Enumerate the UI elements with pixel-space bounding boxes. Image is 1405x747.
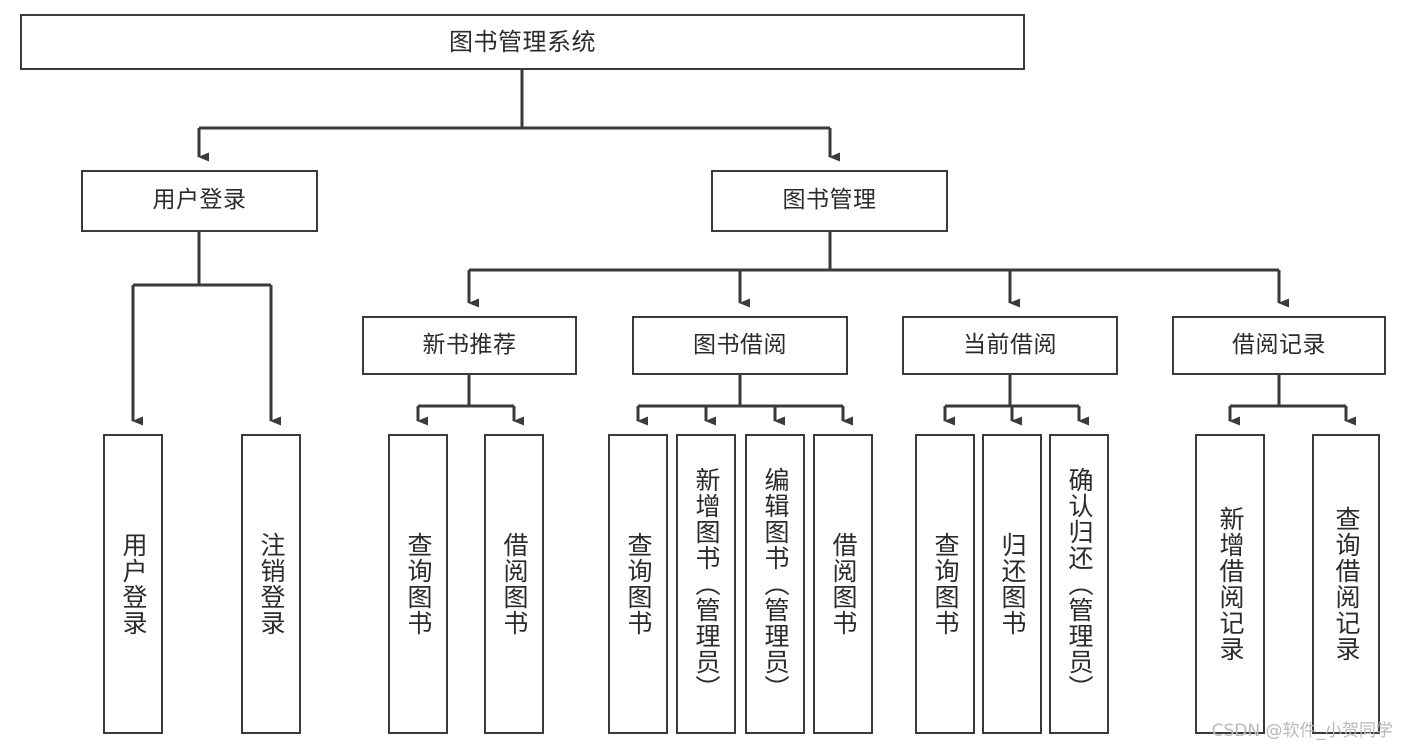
leaf-borrow-query-book[interactable]: 查询图书 (608, 434, 668, 734)
leaf-borrow-add-book-admin[interactable]: 新增图书（管理员） (676, 434, 736, 734)
leaf-borrow-lend-book[interactable]: 借阅图书 (813, 434, 873, 734)
leaf-user-login[interactable]: 用户登录 (103, 434, 163, 734)
leaf-newbook-query-book[interactable]: 查询图书 (388, 434, 448, 734)
leaf-records-query-record[interactable]: 查询借阅记录 (1312, 434, 1380, 734)
leaf-records-add-record[interactable]: 新增借阅记录 (1195, 434, 1265, 734)
node-user-login[interactable]: 用户登录 (81, 170, 318, 232)
leaf-current-confirm-return-admin[interactable]: 确认归还（管理员） (1049, 434, 1109, 734)
node-new-book-recommend[interactable]: 新书推荐 (362, 316, 577, 375)
leaf-current-query-book[interactable]: 查询图书 (915, 434, 975, 734)
leaf-newbook-borrow-book[interactable]: 借阅图书 (484, 434, 544, 734)
node-book-management[interactable]: 图书管理 (711, 170, 948, 232)
node-book-borrow[interactable]: 图书借阅 (632, 316, 848, 375)
leaf-user-logout[interactable]: 注销登录 (241, 434, 301, 734)
leaf-borrow-edit-book-admin[interactable]: 编辑图书（管理员） (745, 434, 805, 734)
leaf-current-return-book[interactable]: 归还图书 (982, 434, 1042, 734)
node-borrow-records[interactable]: 借阅记录 (1172, 316, 1386, 375)
node-root[interactable]: 图书管理系统 (20, 14, 1025, 70)
node-current-borrow[interactable]: 当前借阅 (902, 316, 1118, 375)
